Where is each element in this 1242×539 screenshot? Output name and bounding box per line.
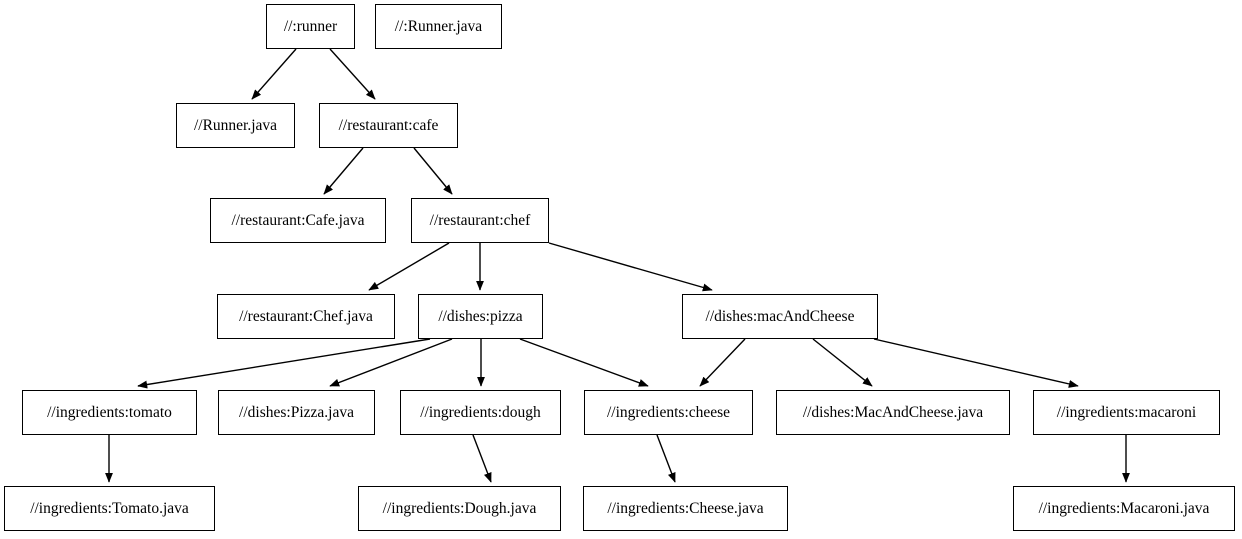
graph-edge-dishes_pizza-to-ing_tomato (137, 338, 431, 389)
graph-node-label: //dishes:MacAndCheese.java (802, 403, 984, 421)
graph-node-label: //:Runner.java (394, 17, 483, 35)
graph-node-dishes_pizza_java[interactable]: //dishes:Pizza.java (218, 390, 375, 435)
graph-node-label: //restaurant:chef (429, 211, 531, 229)
graph-node-dishes_mac[interactable]: //dishes:macAndCheese (682, 294, 878, 339)
graph-edge-dishes_mac-to-ing_cheese (699, 338, 746, 387)
graph-node-label: //:runner (283, 17, 338, 35)
graph-node-label: //restaurant:cafe (338, 116, 439, 134)
graph-node-restaurant_cafe_java[interactable]: //restaurant:Cafe.java (210, 198, 386, 243)
graph-node-label: //dishes:macAndCheese (705, 307, 855, 325)
graph-node-label: //ingredients:Tomato.java (30, 499, 189, 517)
graph-edge-restaurant_cafe-to-restaurant_cafe_java (323, 147, 364, 195)
graph-node-runner[interactable]: //:runner (266, 4, 355, 49)
graph-node-ing_macaroni[interactable]: //ingredients:macaroni (1033, 390, 1220, 435)
graph-node-label: //ingredients:tomato (47, 403, 172, 421)
graph-node-runner_java[interactable]: //Runner.java (176, 103, 295, 148)
graph-node-ing_tomato[interactable]: //ingredients:tomato (22, 390, 197, 435)
graph-edge-runner-to-restaurant_cafe (329, 48, 376, 100)
graph-edge-dishes_mac-to-ing_macaroni (873, 338, 1079, 388)
graph-node-restaurant_chef[interactable]: //restaurant:chef (411, 198, 549, 243)
graph-node-label: //restaurant:Chef.java (239, 307, 373, 325)
graph-edge-restaurant_chef-to-dishes_mac (548, 242, 713, 292)
graph-node-ing_dough_java[interactable]: //ingredients:Dough.java (358, 486, 561, 531)
graph-node-root_runner_java[interactable]: //:Runner.java (375, 4, 502, 49)
graph-edge-dishes_mac-to-dishes_mac_java (812, 338, 873, 387)
graph-node-ing_tomato_java[interactable]: //ingredients:Tomato.java (4, 486, 215, 531)
graph-edge-dishes_pizza-to-ing_cheese (519, 338, 649, 387)
graph-node-ing_cheese_java[interactable]: //ingredients:Cheese.java (583, 486, 788, 531)
graph-node-label: //dishes:Pizza.java (239, 403, 354, 421)
graph-node-label: //dishes:pizza (438, 307, 523, 325)
graph-edge-ing_cheese-to-ing_cheese_java (656, 434, 676, 483)
graph-node-ing_cheese[interactable]: //ingredients:cheese (584, 390, 753, 435)
graph-edge-runner-to-runner_java (251, 48, 297, 100)
graph-node-label: //restaurant:Cafe.java (231, 211, 365, 229)
graph-node-label: //ingredients:Macaroni.java (1038, 499, 1210, 517)
graph-node-dishes_mac_java[interactable]: //dishes:MacAndCheese.java (776, 390, 1010, 435)
graph-node-label: //ingredients:dough (420, 403, 541, 421)
graph-node-label: //ingredients:cheese (606, 403, 731, 421)
graph-edge-restaurant_chef-to-restaurant_chef_java (368, 242, 450, 291)
graph-edge-restaurant_cafe-to-restaurant_chef (413, 147, 453, 195)
graph-node-restaurant_cafe[interactable]: //restaurant:cafe (319, 103, 458, 148)
graph-node-ing_dough[interactable]: //ingredients:dough (400, 390, 561, 435)
graph-node-dishes_pizza[interactable]: //dishes:pizza (418, 294, 543, 339)
graph-node-label: //ingredients:macaroni (1056, 403, 1197, 421)
graph-edge-ing_dough-to-ing_dough_java (472, 434, 492, 483)
graph-node-label: //Runner.java (193, 116, 278, 134)
graph-node-ing_macaroni_java[interactable]: //ingredients:Macaroni.java (1013, 486, 1235, 531)
graph-node-label: //ingredients:Dough.java (382, 499, 537, 517)
graph-edge-dishes_pizza-to-dishes_pizza_java (329, 338, 453, 387)
graph-node-restaurant_chef_java[interactable]: //restaurant:Chef.java (217, 294, 395, 339)
graph-node-label: //ingredients:Cheese.java (607, 499, 764, 517)
